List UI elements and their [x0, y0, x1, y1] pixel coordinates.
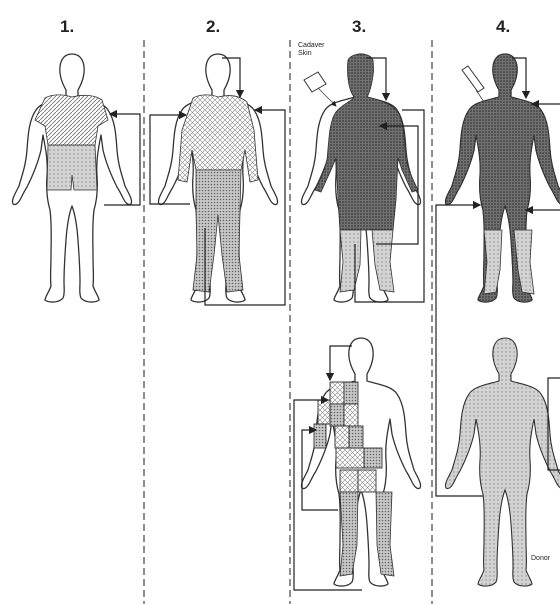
cadaver-skin-sheet-icon — [304, 72, 326, 92]
step-1-figure — [12, 54, 140, 302]
step-2-graft-torso — [178, 95, 258, 182]
step-number-1: 1. — [60, 17, 74, 36]
step-4-figure-bottom: Donor — [445, 338, 560, 586]
donor-label: Donor — [531, 555, 551, 562]
step-3-figure-bottom — [294, 338, 421, 590]
step-number-4: 4. — [496, 17, 510, 36]
step-4-graft-lower-legs — [484, 230, 534, 294]
cadaver-skin-label-line2: Skin — [298, 50, 312, 57]
step-3-figure-top: Cadaver Skin — [298, 42, 424, 302]
step-2-figure — [150, 54, 285, 305]
step-number-3: 3. — [352, 17, 366, 36]
cadaver-skin-label-line1: Cadaver — [298, 42, 325, 49]
step-3-graft-upper — [315, 54, 418, 230]
step-number-2: 2. — [206, 17, 220, 36]
step-2-graft-legs — [193, 170, 243, 292]
dermatome-tool-icon — [462, 66, 484, 92]
